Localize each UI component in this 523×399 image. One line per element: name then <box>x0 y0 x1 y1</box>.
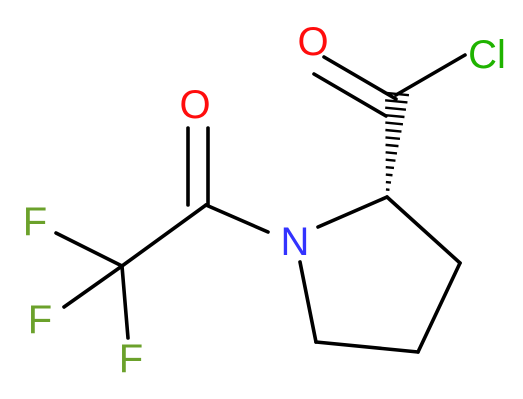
bond-carbonyl-chlorine <box>394 53 467 97</box>
atom-labels: O Cl O N F F F <box>23 20 506 381</box>
bond-cdelta-nitrogen <box>298 260 318 344</box>
bond-cbeta-cgamma <box>416 261 462 354</box>
hash-line <box>385 165 395 170</box>
bond-cf3-f2 <box>62 264 124 309</box>
bond-cf3-f1 <box>54 231 124 268</box>
hash-line <box>385 106 407 111</box>
bond-calpha-cbeta <box>385 195 462 265</box>
hash-line <box>385 99 408 104</box>
hash-line <box>385 143 399 148</box>
bonds <box>54 53 467 354</box>
atom-fluorine-3: F <box>119 337 143 381</box>
bond-cgamma-cdelta <box>314 340 420 354</box>
bond-nitrogen-amide-carbon <box>204 203 270 234</box>
bond-amide-carbon-cf3 <box>120 203 208 268</box>
bond-nitrogen-calpha <box>316 195 389 229</box>
bond-carbonyl-oxygen-inner <box>312 72 388 118</box>
atom-nitrogen: N <box>281 220 310 264</box>
hash-line <box>385 121 404 126</box>
atom-fluorine-2: F <box>28 298 52 342</box>
atom-oxygen-amide: O <box>179 83 210 127</box>
bond-cf3-f3 <box>120 264 130 340</box>
atom-chlorine: Cl <box>468 33 506 77</box>
hash-line <box>385 158 396 162</box>
hash-line <box>385 113 405 119</box>
stereo-hashed-wedge-bond <box>384 91 410 199</box>
bond-carbonyl-oxygen-outer <box>322 55 398 101</box>
hash-line <box>385 128 402 133</box>
hash-line <box>385 173 393 177</box>
atom-oxygen-acyl-chloride: O <box>297 20 328 64</box>
hash-line <box>385 151 398 155</box>
hash-line <box>385 136 401 141</box>
atom-fluorine-1: F <box>23 200 47 244</box>
hash-line <box>384 91 410 97</box>
